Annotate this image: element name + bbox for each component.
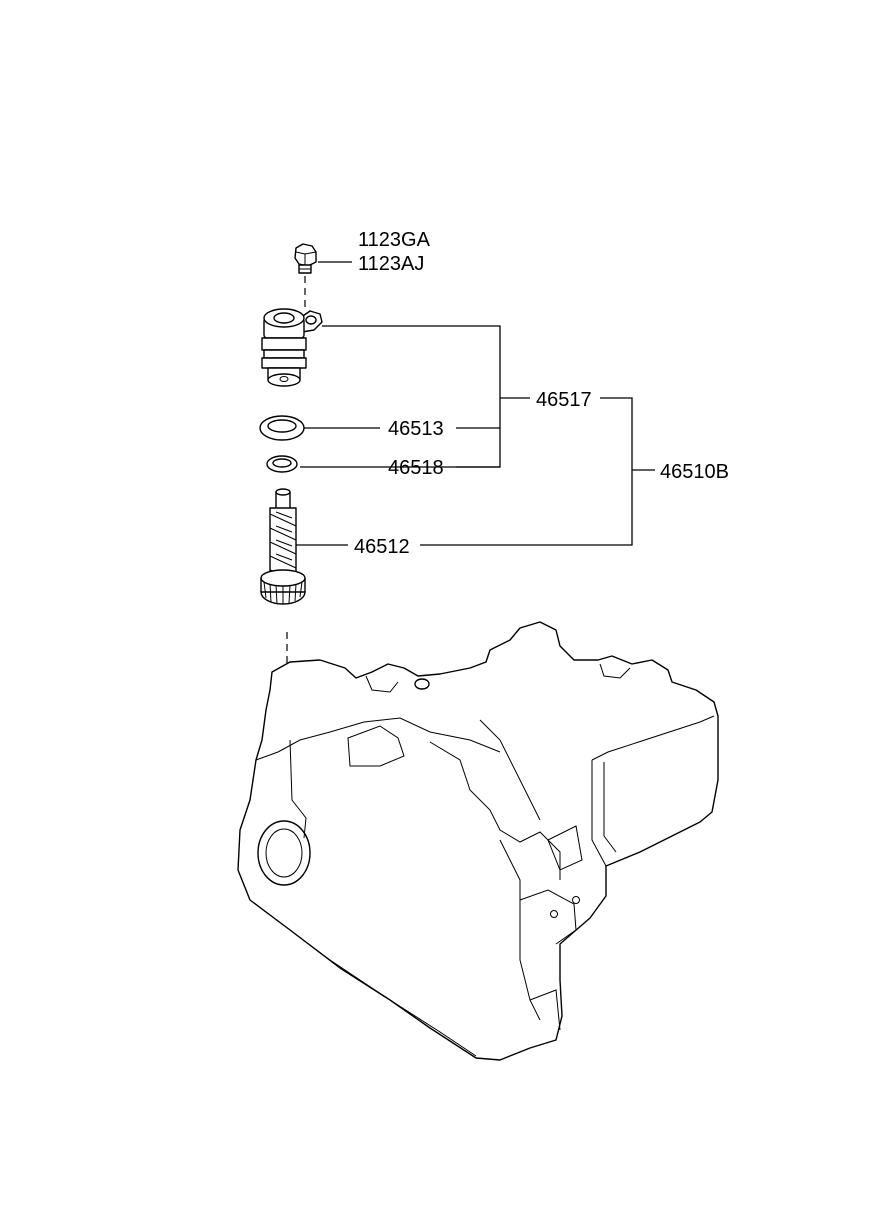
transaxle-housing-drawing (237, 621, 719, 1061)
sensor-body-drawing (261, 308, 323, 387)
label-46510B: 46510B (660, 461, 729, 483)
label-46513: 46513 (388, 418, 444, 440)
bolt-drawing (294, 243, 317, 274)
label-46518: 46518 (388, 457, 444, 479)
label-46517: 46517 (536, 389, 592, 411)
label-1123AJ: 1123AJ (358, 253, 424, 275)
leader-lines (296, 261, 655, 546)
label-46512: 46512 (354, 536, 410, 558)
driven-gear-drawing (260, 488, 306, 605)
o-ring-drawing (266, 455, 298, 473)
label-1123GA: 1123GA (358, 229, 431, 251)
seal-ring-drawing (259, 415, 305, 441)
